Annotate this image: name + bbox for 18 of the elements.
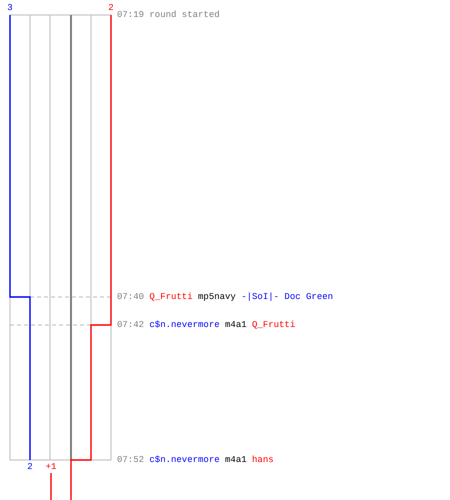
score-label: 2 — [27, 462, 33, 472]
weapon-name: mp5navy — [198, 292, 236, 302]
player-name: hans — [252, 455, 274, 465]
player-name: c$n.nevermore — [149, 320, 220, 330]
weapon-name: m4a1 — [225, 320, 247, 330]
timestamp: 07:40 — [117, 292, 144, 302]
timestamp: 07:42 — [117, 320, 144, 330]
timestamp: 07:19 — [117, 10, 144, 20]
event-text: round started — [149, 10, 220, 20]
timestamp: 07:52 — [117, 455, 144, 465]
weapon-name: m4a1 — [225, 455, 247, 465]
score-label: 3 — [7, 3, 13, 13]
score-label: 2 — [108, 3, 114, 13]
player-name: c$n.nevermore — [149, 455, 220, 465]
score-label: +1 — [46, 462, 56, 472]
player-name: -|SoI|- Doc Green — [241, 292, 334, 302]
player-name: Q_Frutti — [252, 320, 296, 330]
player-name: Q_Frutti — [149, 292, 193, 302]
